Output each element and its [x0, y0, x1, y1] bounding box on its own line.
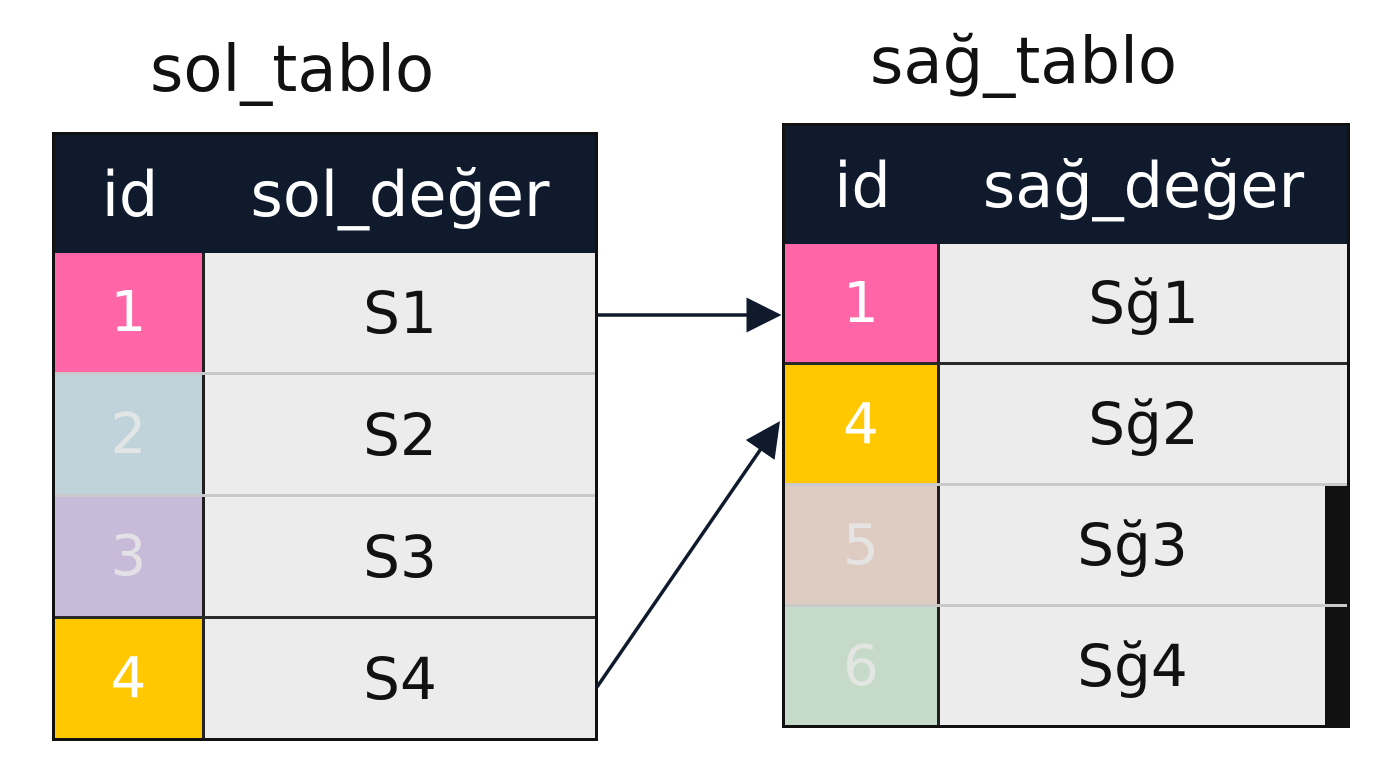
right-value-cell: Sğ4: [940, 607, 1325, 725]
left-row-1: 1 S1: [55, 253, 595, 372]
left-header-id: id: [101, 157, 159, 231]
left-value-cell: S2: [205, 375, 595, 494]
right-value-cell: Sğ1: [940, 244, 1347, 362]
left-value-cell: S3: [205, 497, 595, 616]
left-row-3: 3 S3: [55, 494, 595, 616]
right-header-id: id: [834, 148, 891, 222]
right-id-cell: 4: [785, 365, 940, 483]
left-id-cell: 1: [55, 253, 205, 372]
left-value-cell: S4: [205, 619, 595, 738]
left-row-2: 2 S2: [55, 372, 595, 494]
right-table-title: sağ_tablo: [870, 25, 1178, 99]
right-table: id sağ_değer 1 Sğ1 4 Sğ2 5 Sğ3 6 Sğ4: [782, 123, 1350, 728]
left-value-cell: S1: [205, 253, 595, 372]
right-table-header: id sağ_değer: [785, 126, 1347, 244]
left-row-4: 4 S4: [55, 616, 595, 738]
left-id-cell: 2: [55, 375, 205, 494]
right-header-value: sağ_değer: [982, 148, 1305, 222]
right-id-cell: 1: [785, 244, 940, 362]
right-row-1: 1 Sğ1: [785, 244, 1347, 362]
right-value-cell: Sğ2: [940, 365, 1347, 483]
left-table: id sol_değer 1 S1 2 S2 3 S3 4 S4: [52, 132, 598, 741]
right-id-cell: 5: [785, 486, 940, 604]
right-row-2: 4 Sğ2: [785, 362, 1347, 483]
left-header-value: sol_değer: [250, 157, 550, 231]
left-table-header: id sol_değer: [55, 135, 595, 253]
right-row-3: 5 Sğ3: [785, 483, 1347, 604]
right-id-cell: 6: [785, 607, 940, 725]
right-row-4: 6 Sğ4: [785, 604, 1347, 725]
left-id-cell: 3: [55, 497, 205, 616]
right-value-cell: Sğ3: [940, 486, 1325, 604]
join-arrow-row-4: [595, 421, 780, 688]
left-table-title: sol_tablo: [150, 33, 435, 107]
left-id-cell: 4: [55, 619, 205, 738]
